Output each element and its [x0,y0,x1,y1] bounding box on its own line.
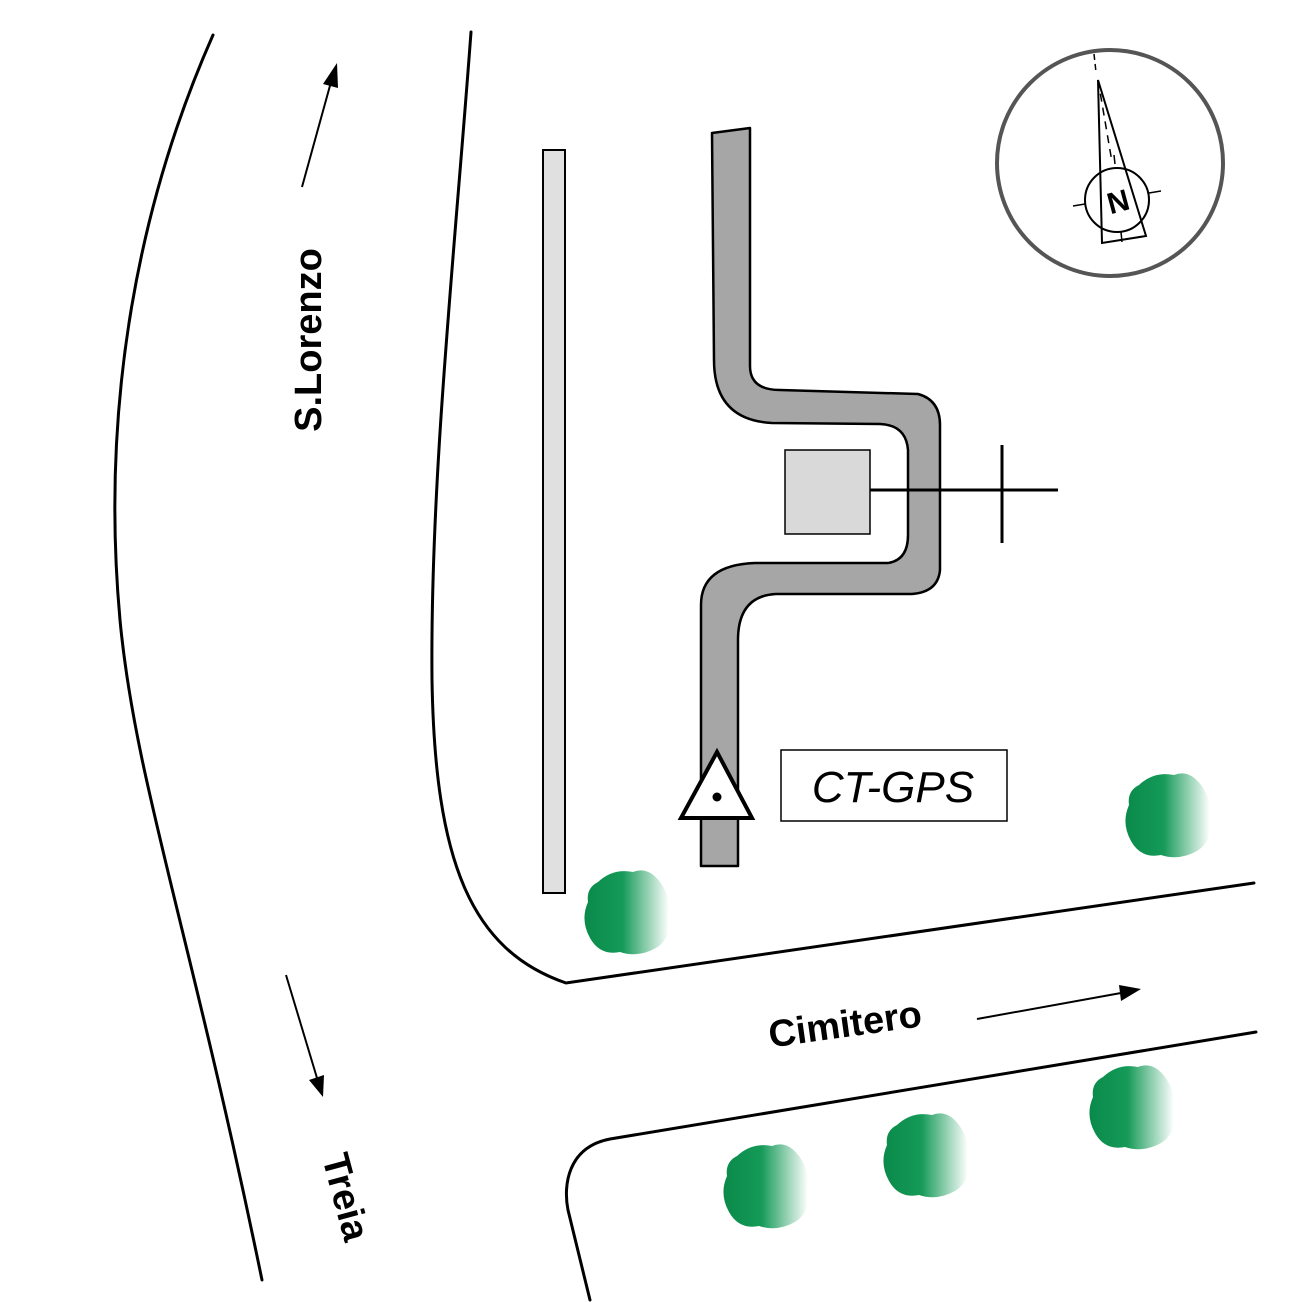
direction-arrow-south [285,974,324,1097]
tree-icon [1125,773,1210,858]
station-marker-icon [677,747,756,820]
road-edge-east-lower [564,1030,1258,1302]
tree-icon [883,1113,968,1198]
tree-icon [584,870,669,955]
station-label-box [780,749,1008,822]
road-label-treia: Treia [313,1149,377,1246]
road-label-s-lorenzo: S.Lorenzo [288,248,330,432]
road-edge-west [113,33,264,1282]
road-label-cimitero: Cimitero [766,993,924,1056]
wall-strip [542,149,566,894]
station-label: CT-GPS [812,763,974,812]
compass-icon: N [995,48,1225,278]
building [784,449,871,535]
direction-arrow-north [301,63,338,188]
tree-icon [1089,1065,1174,1150]
tree-icon [723,1144,808,1229]
road-edge-east-upper [430,30,1256,985]
north-label: N [1104,184,1133,221]
direction-arrow-east [976,985,1141,1020]
